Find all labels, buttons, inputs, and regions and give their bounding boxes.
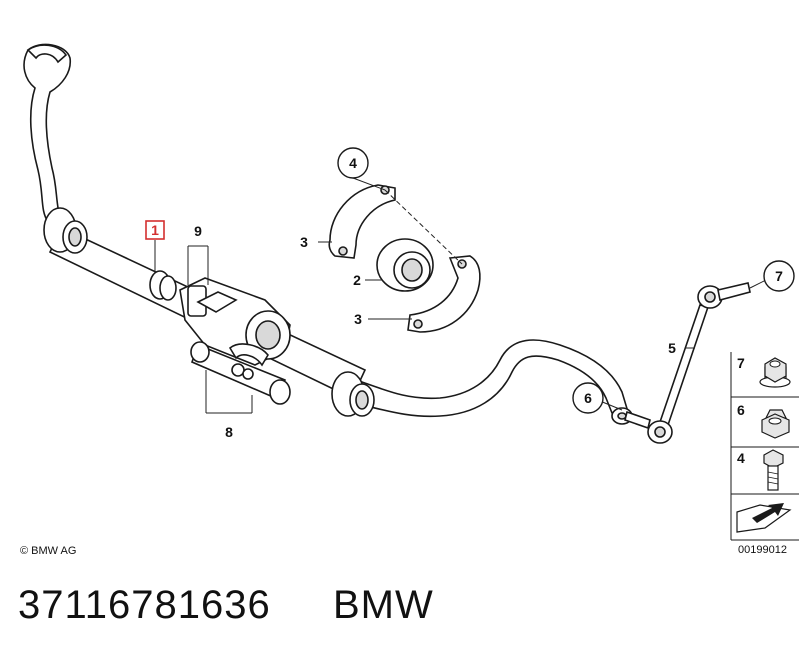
callout-5[interactable]: 5 [668, 340, 676, 356]
callout-7[interactable]: 7 [763, 260, 795, 292]
callout-1[interactable]: 1 [145, 220, 165, 240]
part-caption: 37116781636 BMW [18, 583, 434, 628]
hose-connector-assembly [190, 341, 291, 405]
diagram-number: 00199012 [738, 544, 787, 556]
svg-text:6: 6 [584, 390, 592, 406]
leader-lines [154, 177, 767, 414]
svg-text:7: 7 [775, 268, 783, 284]
flange-nut-icon [759, 357, 791, 388]
legend-item-4[interactable]: 4 [737, 449, 784, 491]
callout-9[interactable]: 9 [194, 223, 202, 239]
direction-arrow-icon [736, 503, 792, 533]
callout-6[interactable]: 6 [572, 382, 604, 414]
right-bushing [331, 371, 375, 417]
rubber-bushing [376, 238, 434, 292]
hex-bolt-icon [763, 449, 784, 491]
stabilizer-link [624, 282, 751, 444]
lower-bracket [407, 255, 481, 333]
brand-name: BMW [333, 583, 434, 627]
callout-3-upper[interactable]: 3 [300, 234, 308, 250]
callout-4[interactable]: 4 [337, 147, 369, 179]
copyright-text: © BMW AG [20, 545, 76, 557]
svg-text:1: 1 [151, 222, 159, 238]
legend-panel: 7 6 4 [730, 352, 799, 541]
part-number: 37116781636 [18, 583, 271, 627]
stabilizer-bar [23, 43, 629, 420]
legend-item-7[interactable]: 7 [737, 355, 791, 388]
callout-2[interactable]: 2 [353, 272, 361, 288]
bar-collar [149, 270, 177, 301]
left-bushing [43, 207, 88, 254]
svg-text:7: 7 [737, 355, 745, 371]
legend-item-6[interactable]: 6 [737, 402, 790, 439]
self-locking-nut-icon [761, 409, 790, 439]
svg-text:4: 4 [737, 450, 745, 466]
callout-3-lower[interactable]: 3 [354, 311, 362, 327]
svg-text:4: 4 [349, 155, 357, 171]
upper-bracket [328, 184, 396, 259]
callout-8[interactable]: 8 [225, 424, 233, 440]
svg-text:6: 6 [737, 402, 745, 418]
